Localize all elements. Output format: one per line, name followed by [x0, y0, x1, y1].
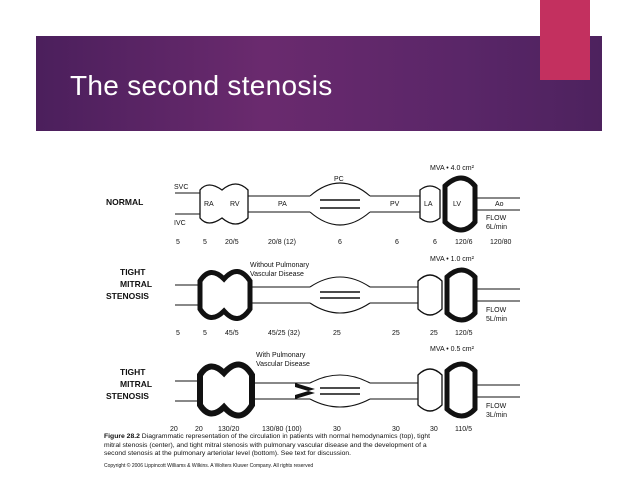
chamber-rv: RV [230, 201, 240, 208]
title-banner [36, 36, 602, 131]
pressure-value: 5 [203, 330, 207, 337]
note-line: Without Pulmonary [250, 262, 310, 269]
chamber-la: LA [424, 201, 433, 208]
caption-line-3: second stenosis at the pulmonary arterio… [104, 450, 352, 458]
pressure-value: 120/80 [490, 239, 512, 246]
row-label-line: TIGHT [120, 367, 146, 377]
pressure-value: 5 [203, 239, 207, 246]
chamber-pv: PV [390, 201, 400, 208]
pressure-row: 5 5 20/5 20/8 (12) 6 6 6 120/6 120/80 [176, 239, 512, 246]
flow-value: 6L/min [486, 224, 507, 231]
row-label-line: STENOSIS [106, 391, 149, 401]
mva-label: MVA • 0.5 cm² [430, 346, 475, 353]
pressure-value: 25 [392, 330, 400, 337]
pressure-value: 30 [430, 426, 438, 433]
pressure-value: 6 [395, 239, 399, 246]
caption-lead: Figure 28.2 [104, 433, 140, 440]
pressure-value: 20 [195, 426, 203, 433]
pressure-value: 20/8 (12) [268, 239, 296, 246]
caption-text: Diagrammatic representation of the circu… [141, 433, 431, 440]
pressure-row: 20 20 130/20 130/80 (100) 30 30 30 110/5 [170, 426, 472, 433]
pressure-value: 6 [338, 239, 342, 246]
chamber-ao: Ao [495, 201, 504, 208]
pressure-value: 120/5 [455, 330, 473, 337]
pressure-value: 20 [170, 426, 178, 433]
note-line: Vascular Disease [250, 271, 304, 278]
pressure-value: 110/5 [455, 426, 472, 433]
circulation-figure: NORMAL MVA • 4.0 cm² PC SVC IVC RA RV PA… [106, 165, 520, 433]
pressure-value: 45/5 [225, 330, 239, 337]
flow-value: 3L/min [486, 412, 507, 419]
row-label-line: TIGHT [120, 267, 146, 277]
chamber-pa: PA [278, 201, 287, 208]
pressure-value: 5 [176, 239, 180, 246]
chamber-lv: LV [453, 201, 461, 208]
row-label: NORMAL [106, 197, 143, 207]
flow-label: FLOW [486, 307, 507, 314]
caption-line-1: Figure 28.2 Diagrammatic representation … [104, 433, 524, 442]
row-label-line: MITRAL [120, 379, 152, 389]
row-label-line: MITRAL [120, 279, 152, 289]
pressure-value: 30 [333, 426, 341, 433]
pressure-value: 5 [176, 330, 180, 337]
flow-value: 5L/min [486, 316, 507, 323]
note-line: Vascular Disease [256, 361, 310, 368]
note-line: With Pulmonary [256, 352, 306, 359]
row-tight-ms: TIGHT MITRAL STENOSIS MVA • 1.0 cm² With… [106, 256, 520, 337]
chamber-svc: SVC [174, 184, 188, 191]
pressure-value: 25 [430, 330, 438, 337]
pressure-value: 130/80 (100) [262, 426, 302, 433]
copyright: Copyright © 2006 Lippincott Williams & W… [104, 462, 314, 469]
row-normal: NORMAL MVA • 4.0 cm² PC SVC IVC RA RV PA… [106, 165, 520, 246]
pressure-value: 120/6 [455, 239, 473, 246]
pressure-value: 45/25 (32) [268, 330, 300, 337]
accent-block [540, 0, 590, 80]
flow-label: FLOW [486, 215, 507, 222]
row-label-line: STENOSIS [106, 291, 149, 301]
pressure-value: 30 [392, 426, 400, 433]
pressure-value: 25 [333, 330, 341, 337]
caption-line-2: mitral stenosis (center), and tight mitr… [104, 441, 427, 449]
chamber-ivc: IVC [174, 220, 186, 227]
pressure-row: 5 5 45/5 45/25 (32) 25 25 25 120/5 [176, 330, 473, 337]
mva-label: MVA • 4.0 cm² [430, 165, 475, 172]
figure-caption: Figure 28.2 Diagrammatic representation … [104, 433, 524, 470]
flow-label: FLOW [486, 403, 507, 410]
pressure-value: 6 [433, 239, 437, 246]
row-tight-ms-pvd: TIGHT MITRAL STENOSIS MVA • 0.5 cm² With… [106, 346, 520, 433]
slide-title: The second stenosis [70, 70, 333, 101]
mva-label: MVA • 1.0 cm² [430, 256, 475, 263]
pressure-value: 130/20 [218, 426, 240, 433]
pressure-value: 20/5 [225, 239, 239, 246]
chamber-ra: RA [204, 201, 214, 208]
pc-label: PC [334, 176, 344, 183]
